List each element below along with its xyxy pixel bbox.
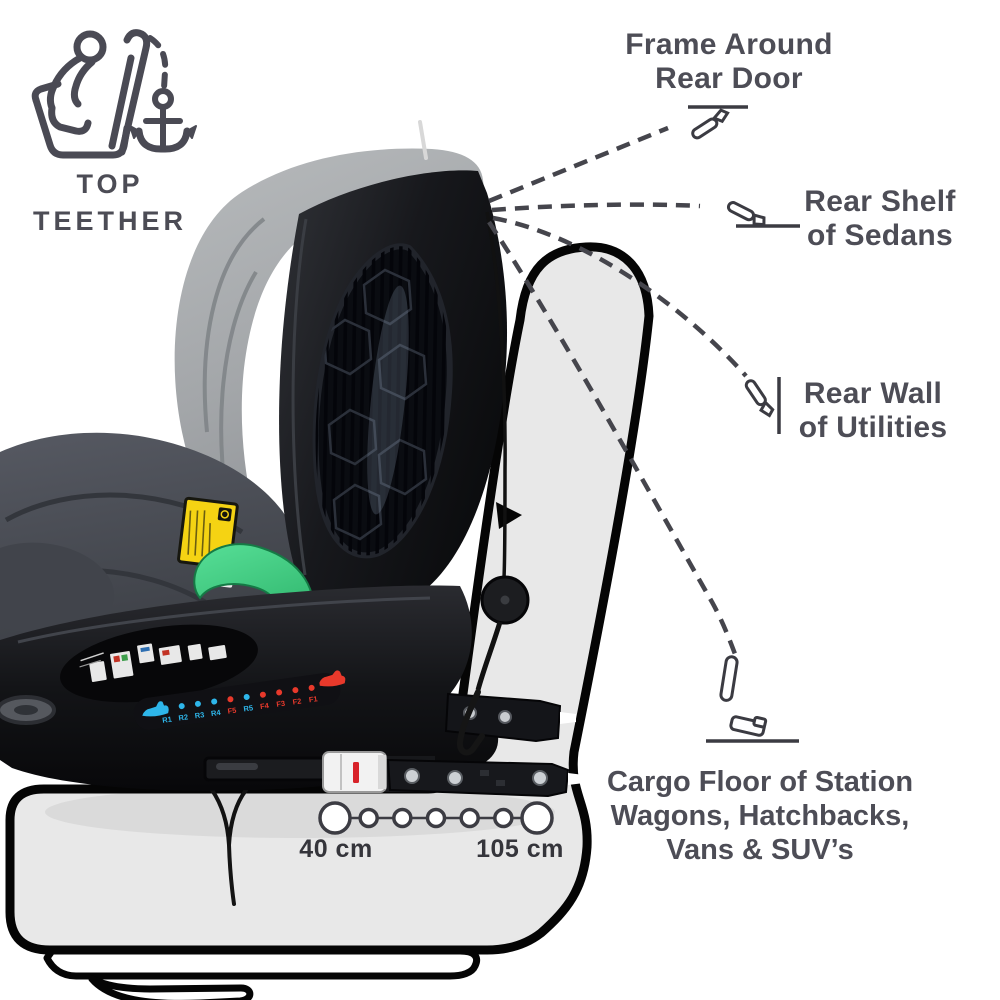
mesh-light-streak	[367, 285, 409, 515]
position-label-R2: R2	[178, 712, 189, 722]
label-line: of Sedans	[806, 219, 954, 252]
base-turntable-center	[14, 705, 38, 715]
position-dot-F1	[308, 684, 315, 691]
position-label-R3: R3	[194, 710, 205, 720]
position-dot-F4	[259, 691, 266, 698]
label-min-height: 40 cm	[299, 836, 372, 862]
max-height-value: 105 cm	[476, 835, 564, 863]
pointer-rear-shelf	[491, 202, 701, 213]
car-seat-with-anchor-icon	[31, 29, 197, 159]
badge-title: TOP TEETHER	[33, 166, 187, 240]
vehicle-seat-notch	[496, 502, 522, 529]
pointer-lines	[487, 125, 748, 655]
label-cargo-floor: Cargo Floor of Station Wagons, Hatchback…	[607, 765, 913, 867]
height-range-dot	[392, 807, 413, 829]
tether-dashed-path	[147, 35, 169, 91]
badge-title-line1: TOP	[76, 169, 144, 199]
label-line: Rear Wall	[803, 377, 943, 410]
label-line: Vans & SUV’s	[666, 834, 854, 866]
position-label-F4: F4	[260, 701, 271, 711]
height-range-dot	[493, 807, 514, 829]
label-line: of Utilities	[798, 411, 948, 444]
rear-facing-car-glyph	[142, 701, 169, 717]
tether-hook-lower	[456, 689, 485, 756]
badge-title-line2: TEETHER	[32, 206, 188, 236]
position-label-F5: F5	[227, 706, 237, 716]
armrest	[0, 542, 115, 633]
seat-rail-upper	[43, 947, 481, 980]
position-label-F2: F2	[292, 696, 302, 706]
position-label-F3: F3	[276, 699, 286, 709]
mesh-slat	[411, 246, 421, 556]
isofix-slider-slot	[216, 763, 258, 770]
child-arm	[70, 58, 96, 108]
position-dot-F5	[227, 696, 234, 703]
hook-rear-shelf	[726, 201, 800, 228]
label-max-height: 105 cm	[476, 836, 564, 862]
hook-rear-wall	[744, 377, 781, 434]
mesh-slat	[393, 246, 403, 556]
position-label-R1: R1	[162, 715, 173, 725]
height-range-dot	[425, 807, 447, 829]
position-dot-F2	[292, 687, 299, 694]
seat-icon-backrest-inner	[108, 54, 135, 150]
top-tether-strap	[485, 211, 507, 579]
mesh-slat	[366, 246, 376, 556]
shell-edge-highlight	[291, 218, 308, 576]
base-top-highlight	[17, 596, 431, 644]
label-line: Wagons, Hatchbacks,	[610, 800, 910, 832]
headrest-fabric	[174, 148, 485, 590]
forward-facing-car-glyph	[319, 670, 346, 687]
hook-frame-around-rear-door	[688, 105, 748, 140]
isofix-indicator	[322, 751, 387, 793]
anchor-hook-glyphs	[688, 105, 800, 743]
pointer-rear-wall	[492, 215, 748, 378]
anchor-glyph	[129, 88, 197, 153]
min-height-value: 40 cm	[299, 835, 373, 863]
label-rear-wall-of-utilities: Rear Wall of Utilities	[799, 377, 948, 445]
position-dot-R4	[211, 698, 218, 705]
position-dot-R2	[178, 703, 185, 710]
mesh-slat	[384, 246, 394, 556]
child-body	[46, 54, 84, 112]
position-indicator-strip: R1 R2 R3 R4 F5 R5 F4 F3 F2 F1	[133, 670, 346, 730]
mesh-slat	[348, 246, 358, 556]
cushion-soft-shadow	[45, 786, 555, 838]
position-label-F1: F1	[308, 694, 318, 704]
label-line: Cargo Floor of Station	[606, 766, 914, 798]
height-range-dot	[520, 801, 554, 835]
child-legs	[48, 104, 92, 135]
position-dot-R5	[243, 693, 250, 700]
child-car-seat: R1 R2 R3 R4 F5 R5 F4 F3 F2 F1	[0, 120, 584, 798]
pointer-frame-around-rear-door	[488, 125, 669, 204]
position-dot-R3	[194, 700, 201, 707]
label-line: Rear Shelf	[804, 185, 956, 218]
tether-strap-lower	[475, 621, 503, 691]
regulation-sticker-cluster	[60, 624, 258, 703]
mesh-slat	[375, 246, 385, 556]
height-range-indicator	[318, 801, 554, 835]
height-range-dot	[459, 807, 480, 829]
position-dot-F3	[276, 689, 283, 696]
label-rear-shelf-of-sedans: Rear Shelf of Sedans	[804, 185, 955, 253]
label-frame-around-rear-door: Frame Around Rear Door	[625, 28, 833, 96]
isofix-indicator-red-mark	[353, 762, 359, 783]
label-line: Frame Around	[625, 28, 833, 61]
isofix-arm-lower	[386, 758, 584, 798]
height-range-dot	[318, 801, 352, 835]
position-dot-R1	[162, 705, 169, 712]
hook-cargo-floor	[706, 655, 799, 743]
seat-icon-backrest	[118, 29, 151, 156]
position-label-R4: R4	[210, 708, 222, 718]
vehicle-cushion-crease	[210, 788, 248, 906]
position-label-R5: R5	[243, 703, 254, 713]
seat-rail-lower	[88, 975, 254, 1000]
label-line: Rear Door	[655, 62, 803, 95]
tether-strap-tail	[418, 120, 428, 160]
pointer-cargo-floor	[487, 220, 738, 655]
height-range-dot	[358, 807, 379, 829]
tether-disc-hole	[500, 595, 510, 605]
